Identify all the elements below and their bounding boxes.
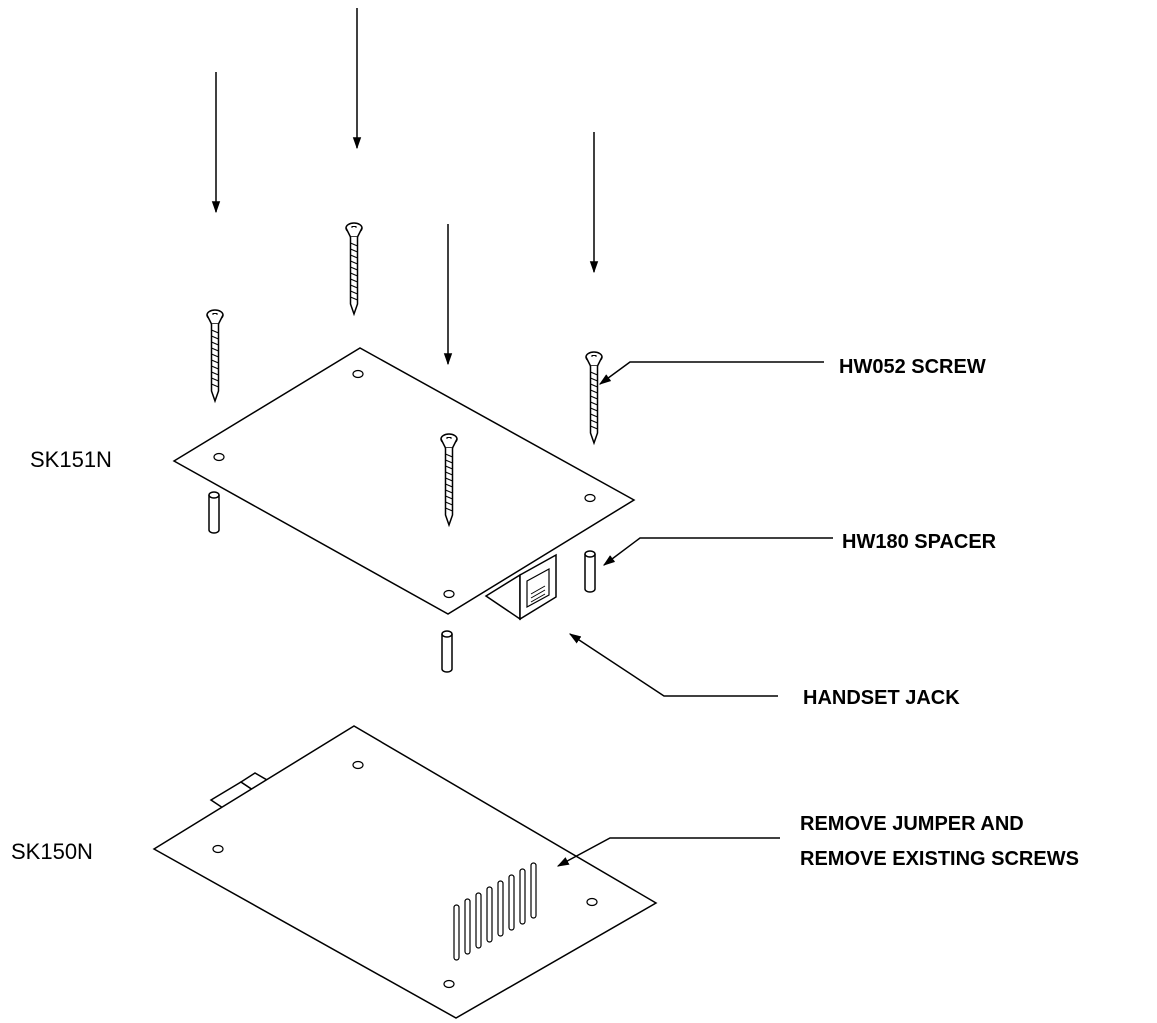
screw-icon <box>345 222 363 315</box>
jumper-header-icon <box>453 862 537 961</box>
spacer-icon <box>208 491 220 534</box>
label-screw: HW052 SCREW <box>839 356 986 378</box>
leader-lines <box>556 361 833 867</box>
insertion-arrows <box>211 8 599 366</box>
spacer-icon <box>584 550 596 593</box>
label-remove-line2: REMOVE EXISTING SCREWS <box>800 848 1079 870</box>
label-remove-line1: REMOVE JUMPER AND <box>800 813 1024 835</box>
leader-screw <box>599 361 824 385</box>
label-bottom-board: SK150N <box>11 839 93 864</box>
leader-spacer <box>603 537 833 566</box>
screw-icon <box>585 351 603 444</box>
spacer-icon <box>441 630 453 673</box>
bottom-board <box>152 725 658 1019</box>
leader-remove-jumper <box>556 837 780 867</box>
label-spacer: HW180 SPACER <box>842 531 997 553</box>
handset-jack-icon <box>484 553 557 621</box>
screw-icon <box>206 309 224 402</box>
label-top-board: SK151N <box>30 447 112 472</box>
label-handset-jack: HANDSET JACK <box>803 687 960 709</box>
leader-handset-jack <box>568 633 778 697</box>
top-board <box>172 347 636 615</box>
